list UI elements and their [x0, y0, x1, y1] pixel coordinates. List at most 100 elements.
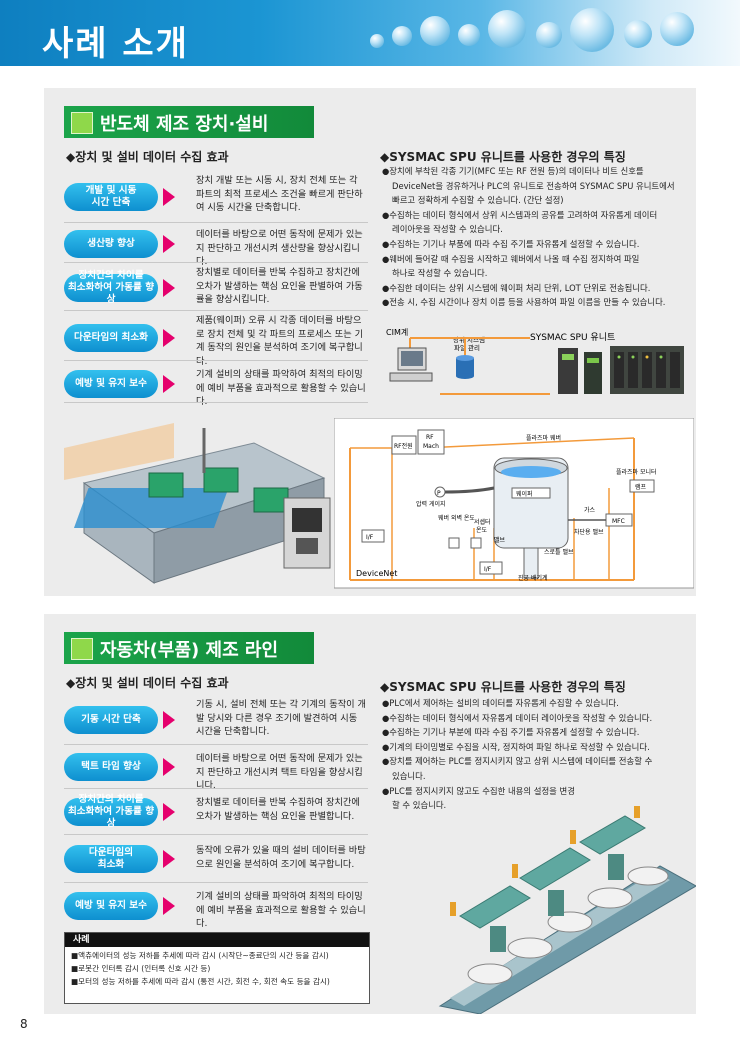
- section-heading: 자동차(부품) 제조 라인: [64, 632, 314, 664]
- pump-label: 진공 배기계: [518, 574, 548, 582]
- feature-item: ●수집하는 기기나 부분에 따라 수집 주기를 자유롭게 설정할 수 있습니다.: [382, 727, 640, 738]
- divider: [64, 262, 368, 263]
- divider: [64, 834, 368, 835]
- right-column-heading: ◆SYSMAC SPU 유니트를 사용한 경우의 특징: [380, 150, 626, 164]
- rf-match-label: RF: [426, 434, 434, 441]
- host-label: 상위 시스템: [453, 335, 485, 344]
- effect-row: 예방 및 유지 보수 기계 설비의 상태를 파악하여 최적의 타이밍에 예비 부…: [64, 886, 368, 929]
- section-semiconductor: 반도체 제조 장치·설비 ◆장치 및 설비 데이터 수집 효과 ◆SYSMAC …: [44, 88, 696, 596]
- feature-item: 하나로 작성할 수 있습니다.: [392, 268, 488, 279]
- car-body-icon: [467, 866, 669, 985]
- feature-item: 있습니다.: [392, 770, 426, 781]
- section-heading: 반도체 제조 장치·설비: [64, 106, 314, 138]
- signal-lamp-icon: [450, 806, 640, 916]
- feature-item: ●수집하는 기기나 부품에 따라 수집 주기를 자유롭게 설정할 수 있습니다.: [382, 238, 640, 249]
- cim-system-illustration: CIM계 상위 시스템 파일 관리 SYSMAC SPU 유니트: [386, 327, 684, 395]
- valve-label: 밸브: [494, 536, 506, 544]
- feature-item: ●수집하는 데이터 형식에서 상위 시스템과의 공유를 고려하여 자유롭게 데이…: [382, 209, 658, 220]
- rf-match-label: Mach: [423, 443, 439, 450]
- arrow-right-icon: [163, 758, 175, 776]
- page-number: 8: [20, 1017, 28, 1031]
- cim-label: CIM계: [386, 327, 408, 337]
- divider: [64, 360, 368, 361]
- effect-text: 데이터를 바탕으로 어떤 동작에 문제가 있는지 판단하고 개선시켜 택트 타임…: [196, 753, 363, 791]
- header-band: 사례 소개: [0, 0, 740, 66]
- case-item: ■로봇간 인터록 감시 (인터록 신호 시간 등): [71, 964, 211, 973]
- bubble-decoration: [370, 34, 384, 48]
- bubble-decoration: [536, 22, 562, 48]
- effect-text: 기계 설비의 상태를 파악하여 최적의 타이밍에 예비 부품을 효과적으로 활용…: [196, 369, 366, 407]
- bubble-decoration: [570, 8, 614, 52]
- divider: [64, 882, 368, 883]
- effect-row: 예방 및 유지 보수 기계 설비의 상태를 파악하여 최적의 타이밍에 예비 부…: [64, 364, 368, 407]
- arrow-right-icon: [163, 235, 175, 253]
- bubble-decoration: [488, 10, 526, 48]
- effect-text: 장치 개발 또는 시동 시, 장치 전체 또는 각 파트의 최적 프로세스 조건…: [196, 175, 363, 213]
- feature-item: ●PLC를 정지시키지 않고도 수집한 내용의 설정을 변경: [382, 785, 575, 796]
- green-square-icon: [71, 638, 93, 660]
- arrow-right-icon: [163, 711, 175, 729]
- gauge-letter: P: [437, 490, 441, 497]
- arrow-right-icon: [163, 188, 175, 206]
- database-icon: [456, 355, 474, 379]
- effect-label: 예방 및 유지 보수: [64, 892, 158, 920]
- plasma-electrode-label: 플라즈마 웨버: [526, 434, 561, 442]
- divider: [64, 222, 368, 223]
- robot-arm-icon: [148, 467, 289, 513]
- feature-item: ●수집한 데이터는 상위 시스템에 웨이퍼 처리 단위, LOT 단위로 전송됩…: [382, 282, 651, 293]
- mfc-label: MFC: [612, 518, 625, 525]
- left-column-heading: ◆장치 및 설비 데이터 수집 효과: [66, 150, 229, 164]
- divider: [64, 788, 368, 789]
- lamp-label: 램프: [635, 484, 647, 491]
- semiconductor-equipment-illustration: [64, 423, 331, 584]
- shutoff-valve-label: 차단용 밸브: [574, 528, 604, 536]
- arrow-right-icon: [163, 279, 175, 297]
- automotive-line-illustration: [438, 806, 696, 1014]
- decorative-bubbles: [370, 4, 700, 62]
- effect-row: 생산량 향상 데이터를 바탕으로 어떤 동작에 문제가 있는지 판단하고 개선시…: [64, 226, 368, 267]
- feature-item: 할 수 있습니다.: [392, 800, 447, 811]
- arrow-right-icon: [163, 897, 175, 915]
- computer-icon: [389, 347, 433, 382]
- section-heading-text: 반도체 제조 장치·설비: [100, 114, 269, 135]
- arrow-right-icon: [163, 850, 175, 868]
- feature-item: ●장치를 제어하는 PLC를 정지시키지 않고 상위 시스템에 데이터를 전송할…: [382, 756, 653, 767]
- arrow-right-icon: [163, 803, 175, 821]
- gas-label: 가스: [584, 506, 596, 514]
- pressure-gauge-label: 압력 게이지: [416, 500, 446, 508]
- effect-row: 기동 시간 단축 기동 시, 설비 전체 또는 각 기계의 동작이 개발 당시와…: [64, 696, 368, 744]
- section-automotive: 자동차(부품) 제조 라인 ◆장치 및 설비 데이터 수집 효과 ◆SYSMAC…: [44, 614, 696, 1014]
- feature-list: ●PLC에서 제어하는 설비의 데이터를 자유롭게 수집할 수 있습니다. ●수…: [382, 696, 682, 813]
- interface-label: I/F: [366, 534, 374, 541]
- effect-label: 생산량 향상: [64, 230, 158, 258]
- right-column-heading: ◆SYSMAC SPU 유니트를 사용한 경우의 특징: [380, 680, 626, 694]
- feature-item: ●PLC에서 제어하는 설비의 데이터를 자유롭게 수집할 수 있습니다.: [382, 698, 619, 708]
- feature-item: ●수집하는 데이터 형식에서 자유롭게 데이터 레이아웃을 작성할 수 있습니다…: [382, 712, 653, 723]
- effect-text: 장치별로 데이터를 반복 수집하여 장치간에 오차가 발생하는 핵심 요인을 판…: [196, 797, 360, 822]
- case-box: 사례 ■액츄에이터의 성능 저하를 추세에 따라 감시 (시작단~종료단의 시간…: [64, 932, 370, 1004]
- arrow-right-icon: [163, 375, 175, 393]
- effect-row: 다운타임의 최소화 제품(웨이퍼) 오류 시 각종 데이터를 바탕으로 장치 전…: [64, 314, 368, 367]
- plc-unit-icon: [558, 346, 684, 394]
- effect-label: 택트 타임 향상: [64, 753, 158, 781]
- feature-item: ●장치에 부착된 각종 기기(MFC 또는 RF 전원 등)의 데이터나 비트 …: [382, 166, 644, 176]
- left-column-heading: ◆장치 및 설비 데이터 수집 효과: [66, 676, 229, 690]
- plasma-monitor-label: 플라즈마 모니터: [616, 468, 657, 476]
- host-label: 파일 관리: [454, 343, 480, 352]
- effect-text: 기계 설비의 상태를 파악하여 최적의 타이밍에 예비 부품을 효과적으로 활용…: [196, 891, 366, 929]
- arrow-right-icon: [163, 329, 175, 347]
- divider: [64, 402, 368, 403]
- case-heading: 사례: [65, 933, 369, 947]
- effect-label: 예방 및 유지 보수: [64, 370, 158, 398]
- feature-item: 빠르고 정확하게 수집할 수 있습니다. (간단 설정): [392, 195, 564, 206]
- bubble-decoration: [392, 26, 412, 46]
- thermistor-label: 서셉터: [474, 518, 491, 526]
- feature-item: ●전송 시, 수집 시간이나 장치 이름 등을 사용하여 파일 이름을 만들 수…: [382, 297, 666, 308]
- feature-item: ●기계의 타이밍별로 수집을 시작, 정지하여 파일 하나로 작성할 수 있습니…: [382, 741, 650, 752]
- effect-text: 기동 시, 설비 전체 또는 각 기계의 동작이 개발 당시와 다른 경우 조기…: [196, 699, 366, 737]
- divider: [64, 744, 368, 745]
